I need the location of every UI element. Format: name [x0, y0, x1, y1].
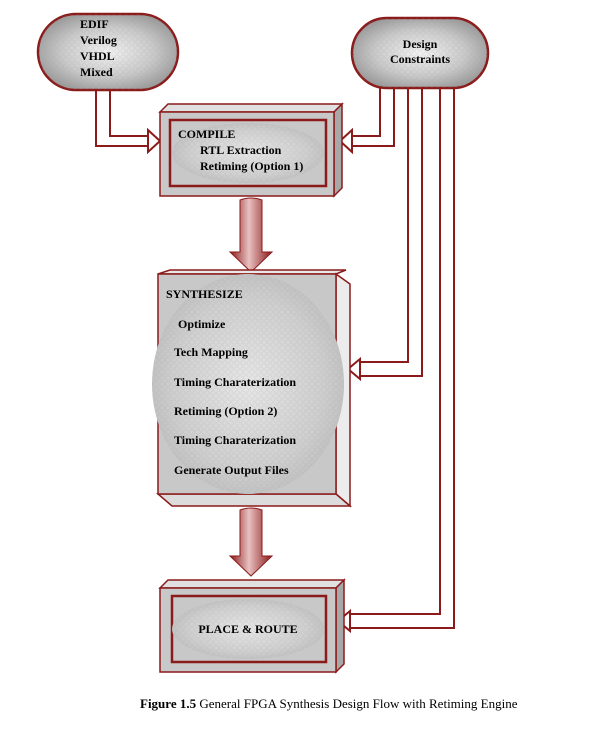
- figure-label: Figure 1.5: [140, 696, 197, 711]
- constraints-to-compile-arrow: [338, 88, 395, 155]
- compile-line-rtl: RTL Extraction: [200, 143, 282, 157]
- compile-box: COMPILE RTL Extraction Retiming (Option …: [158, 102, 344, 198]
- constraints-line-1: Design: [403, 37, 438, 51]
- constraints-line-2: Constraints: [390, 52, 450, 66]
- compile-line-retiming: Retiming (Option 1): [200, 159, 303, 173]
- design-constraints-source: Design Constraints: [350, 16, 490, 90]
- constraints-to-synthesize-arrow: [346, 88, 423, 382]
- synthesize-to-place-route-arrow: [228, 507, 274, 577]
- inputs-line-edif: EDIF: [80, 17, 109, 31]
- constraints-to-place-route-arrow: [336, 88, 455, 634]
- figure-caption-text: General FPGA Synthesis Design Flow with …: [199, 696, 518, 711]
- synthesize-line-timing-2: Timing Charaterization: [174, 433, 296, 447]
- synthesize-line-output: Generate Output Files: [174, 463, 289, 477]
- inputs-to-compile-arrow: [95, 90, 162, 155]
- compile-to-synthesize-arrow: [228, 197, 274, 273]
- figure-caption: Figure 1.5 General FPGA Synthesis Design…: [140, 696, 610, 712]
- compile-title: COMPILE: [178, 127, 235, 141]
- place-route-title: PLACE & ROUTE: [198, 622, 297, 636]
- synthesize-line-timing-1: Timing Charaterization: [174, 375, 296, 389]
- synthesize-line-retiming: Retiming (Option 2): [174, 404, 277, 418]
- synthesize-box: SYNTHESIZE Optimize Tech Mapping Timing …: [152, 269, 353, 508]
- synthesize-title: SYNTHESIZE: [166, 287, 243, 301]
- inputs-line-vhdl: VHDL: [80, 49, 115, 63]
- place-route-box: PLACE & ROUTE: [158, 578, 346, 674]
- synthesize-line-optimize: Optimize: [178, 317, 226, 331]
- synthesize-line-tech-mapping: Tech Mapping: [174, 345, 248, 359]
- inputs-line-mixed: Mixed: [80, 65, 113, 79]
- inputs-source: EDIF Verilog VHDL Mixed: [36, 12, 180, 92]
- inputs-line-verilog: Verilog: [80, 33, 117, 47]
